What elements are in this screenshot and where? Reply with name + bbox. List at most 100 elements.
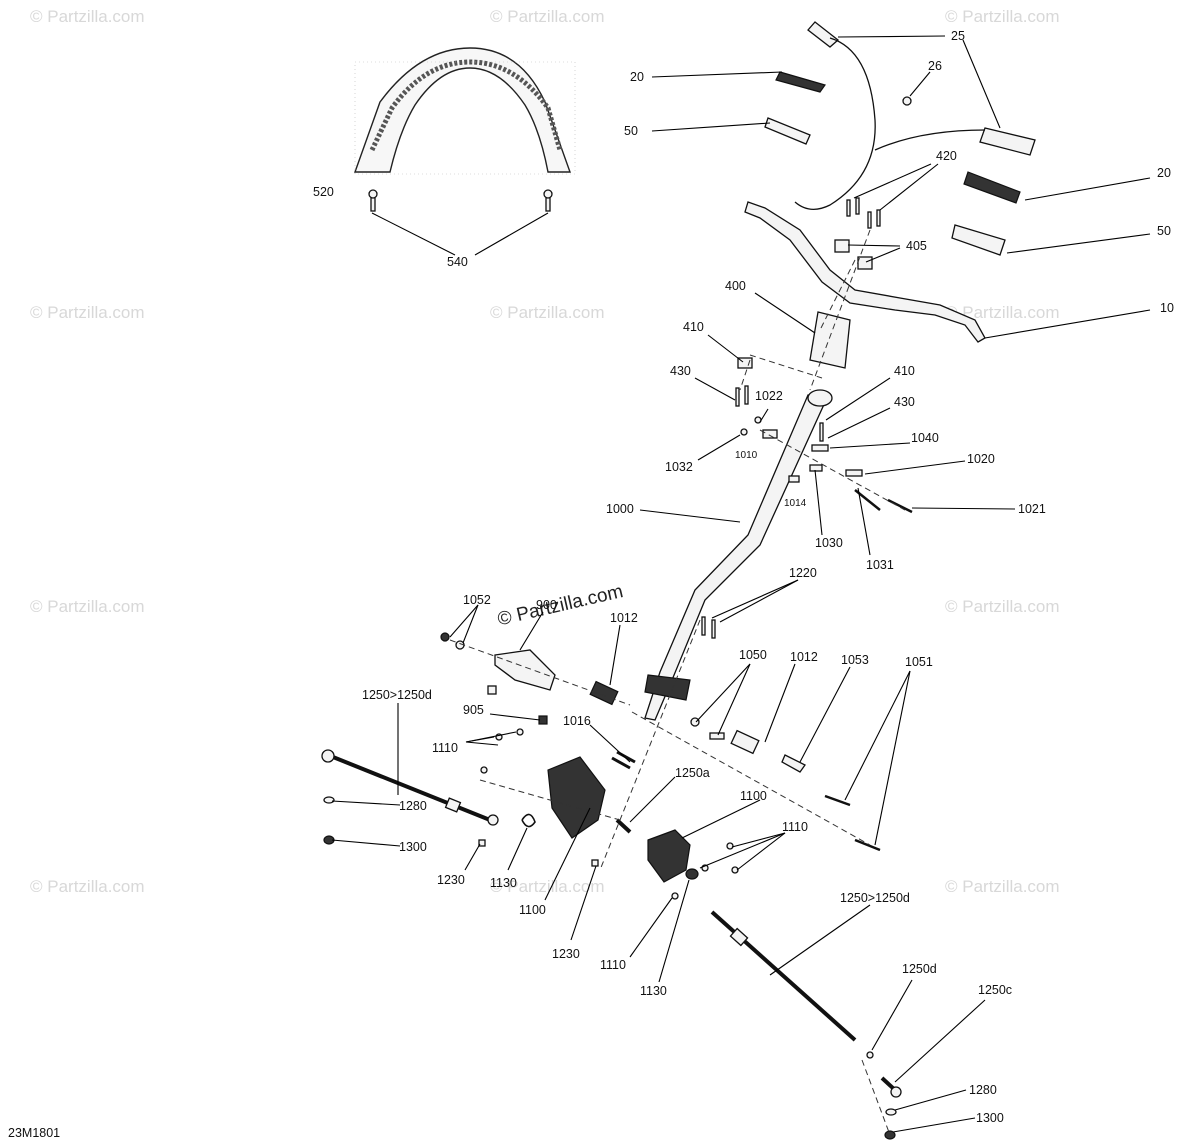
bolt-head-icon [543,189,553,199]
callout-1130-left: 1130 [490,876,517,890]
bolt-head-icon [368,189,378,199]
assembly-lines [449,229,906,1136]
bumper-background [354,61,576,175]
tie-rod-shape [327,753,496,824]
link-1053-icon [781,754,806,773]
handlebar-10 [744,201,986,343]
callout-26: 26 [928,59,942,73]
callout-25: 25 [951,29,965,43]
clamp-icon [857,256,873,270]
callout-405: 405 [906,239,927,253]
spring-1016-icon [611,750,636,770]
handlebar-shape [744,201,986,343]
grip-right-20 [963,171,1021,204]
cover-1100-right [647,829,691,883]
grips [764,21,1036,256]
grip-wire [794,37,986,210]
watermark: © Partzilla.com [945,303,1060,322]
bolt-430-icon [735,387,740,407]
watermark: © Partzilla.com [490,877,605,896]
nut-1032-icon [740,428,748,436]
callout-1300-right: 1300 [976,1111,1004,1125]
bolt-1051-icon [854,838,881,852]
callout-420: 420 [936,149,957,163]
nut-905-icon [538,715,548,725]
grip-left-20 [775,71,826,93]
bolt-icon [855,197,860,215]
callout-1230-right: 1230 [552,947,580,961]
callout-10: 10 [1160,301,1174,315]
callout-410-right: 410 [894,364,915,378]
heated-grip-right-25 [979,127,1036,156]
clamp-icon [834,239,850,253]
watermark: © Partzilla.com [945,7,1060,26]
callout-1250-right: 1250>1250d [840,891,910,905]
bushing-1050-icon [709,732,725,740]
washer-1280-icon [885,1108,897,1116]
callout-1250d: 1250d [902,962,937,976]
tie-rod-right-1250 [710,910,902,1140]
callouts: 520 540 25 26 20 50 420 20 405 50 400 10… [313,29,1174,1125]
steering-column-shape [644,394,827,721]
clamp-1130-icon [685,868,699,880]
bolt-1220-icon [711,619,716,639]
tie-rod-shape [710,910,857,1042]
callout-1052: 1052 [463,593,491,607]
watermark: © Partzilla.com [945,877,1060,896]
watermark: © Partzilla.com [30,597,145,616]
tie-rod-sleeve-icon [444,797,462,813]
callout-1300-left: 1300 [399,840,427,854]
bearing-1012-right-icon [730,729,760,755]
covers-1100 [547,756,691,883]
jam-nut-1250d-icon [866,1051,874,1059]
sleeve-1020-icon [845,469,863,477]
callout-520: 520 [313,185,334,199]
pin-1040-icon [811,444,829,452]
cover-1100-left [547,756,606,839]
callout-1220: 1220 [789,566,817,580]
nut-1052-icon [440,632,450,642]
bolt-icon [846,199,851,217]
bracket-1010-icon [762,429,778,439]
callout-1020: 1020 [967,452,995,466]
callout-1032: 1032 [665,460,693,474]
callout-430-left: 430 [670,364,691,378]
grip-end-right-50 [951,224,1006,256]
callout-410-left: 410 [683,320,704,334]
screw-1110-icon [671,892,679,900]
column-hardware [740,416,913,514]
bolt-1220-icon [701,616,706,636]
callout-1030: 1030 [815,536,843,550]
bolt-430-icon [744,385,749,405]
ball-joint-1250a-icon [615,818,632,834]
bearing-1012-left-icon [589,680,619,706]
callout-50-right: 50 [1157,224,1171,238]
callout-1110-bottom: 1110 [600,958,626,972]
steering-column-1000 [644,389,833,721]
callout-400: 400 [725,279,746,293]
tie-rod-left-1250 [321,749,536,847]
callout-1110-right: 1110 [782,820,808,834]
watermark: © Partzilla.com [30,303,145,322]
callout-1000: 1000 [606,502,634,516]
callout-905: 905 [463,703,484,717]
bolts-540 [368,189,553,212]
center-hardware [591,818,739,900]
nut-1230-icon [478,839,486,847]
right-hardware [690,717,881,852]
watermark: © Partzilla.com [30,7,145,26]
tie-rod-end-icon [890,1086,902,1098]
leader-lines [331,35,1151,1133]
watermark: © Partzilla.com [30,877,145,896]
callout-900: 900 [536,598,557,612]
callout-20-right: 20 [1157,166,1171,180]
bumper-shape [354,47,571,173]
watermark: © Partzilla.com [490,7,605,26]
drawing-code: 23M1801 [8,1126,60,1140]
bumper-520 [354,47,576,175]
spacer-1014-icon [788,475,800,483]
bumper-mesh [369,59,563,152]
clip-26 [902,96,912,106]
callout-1031: 1031 [866,558,894,572]
